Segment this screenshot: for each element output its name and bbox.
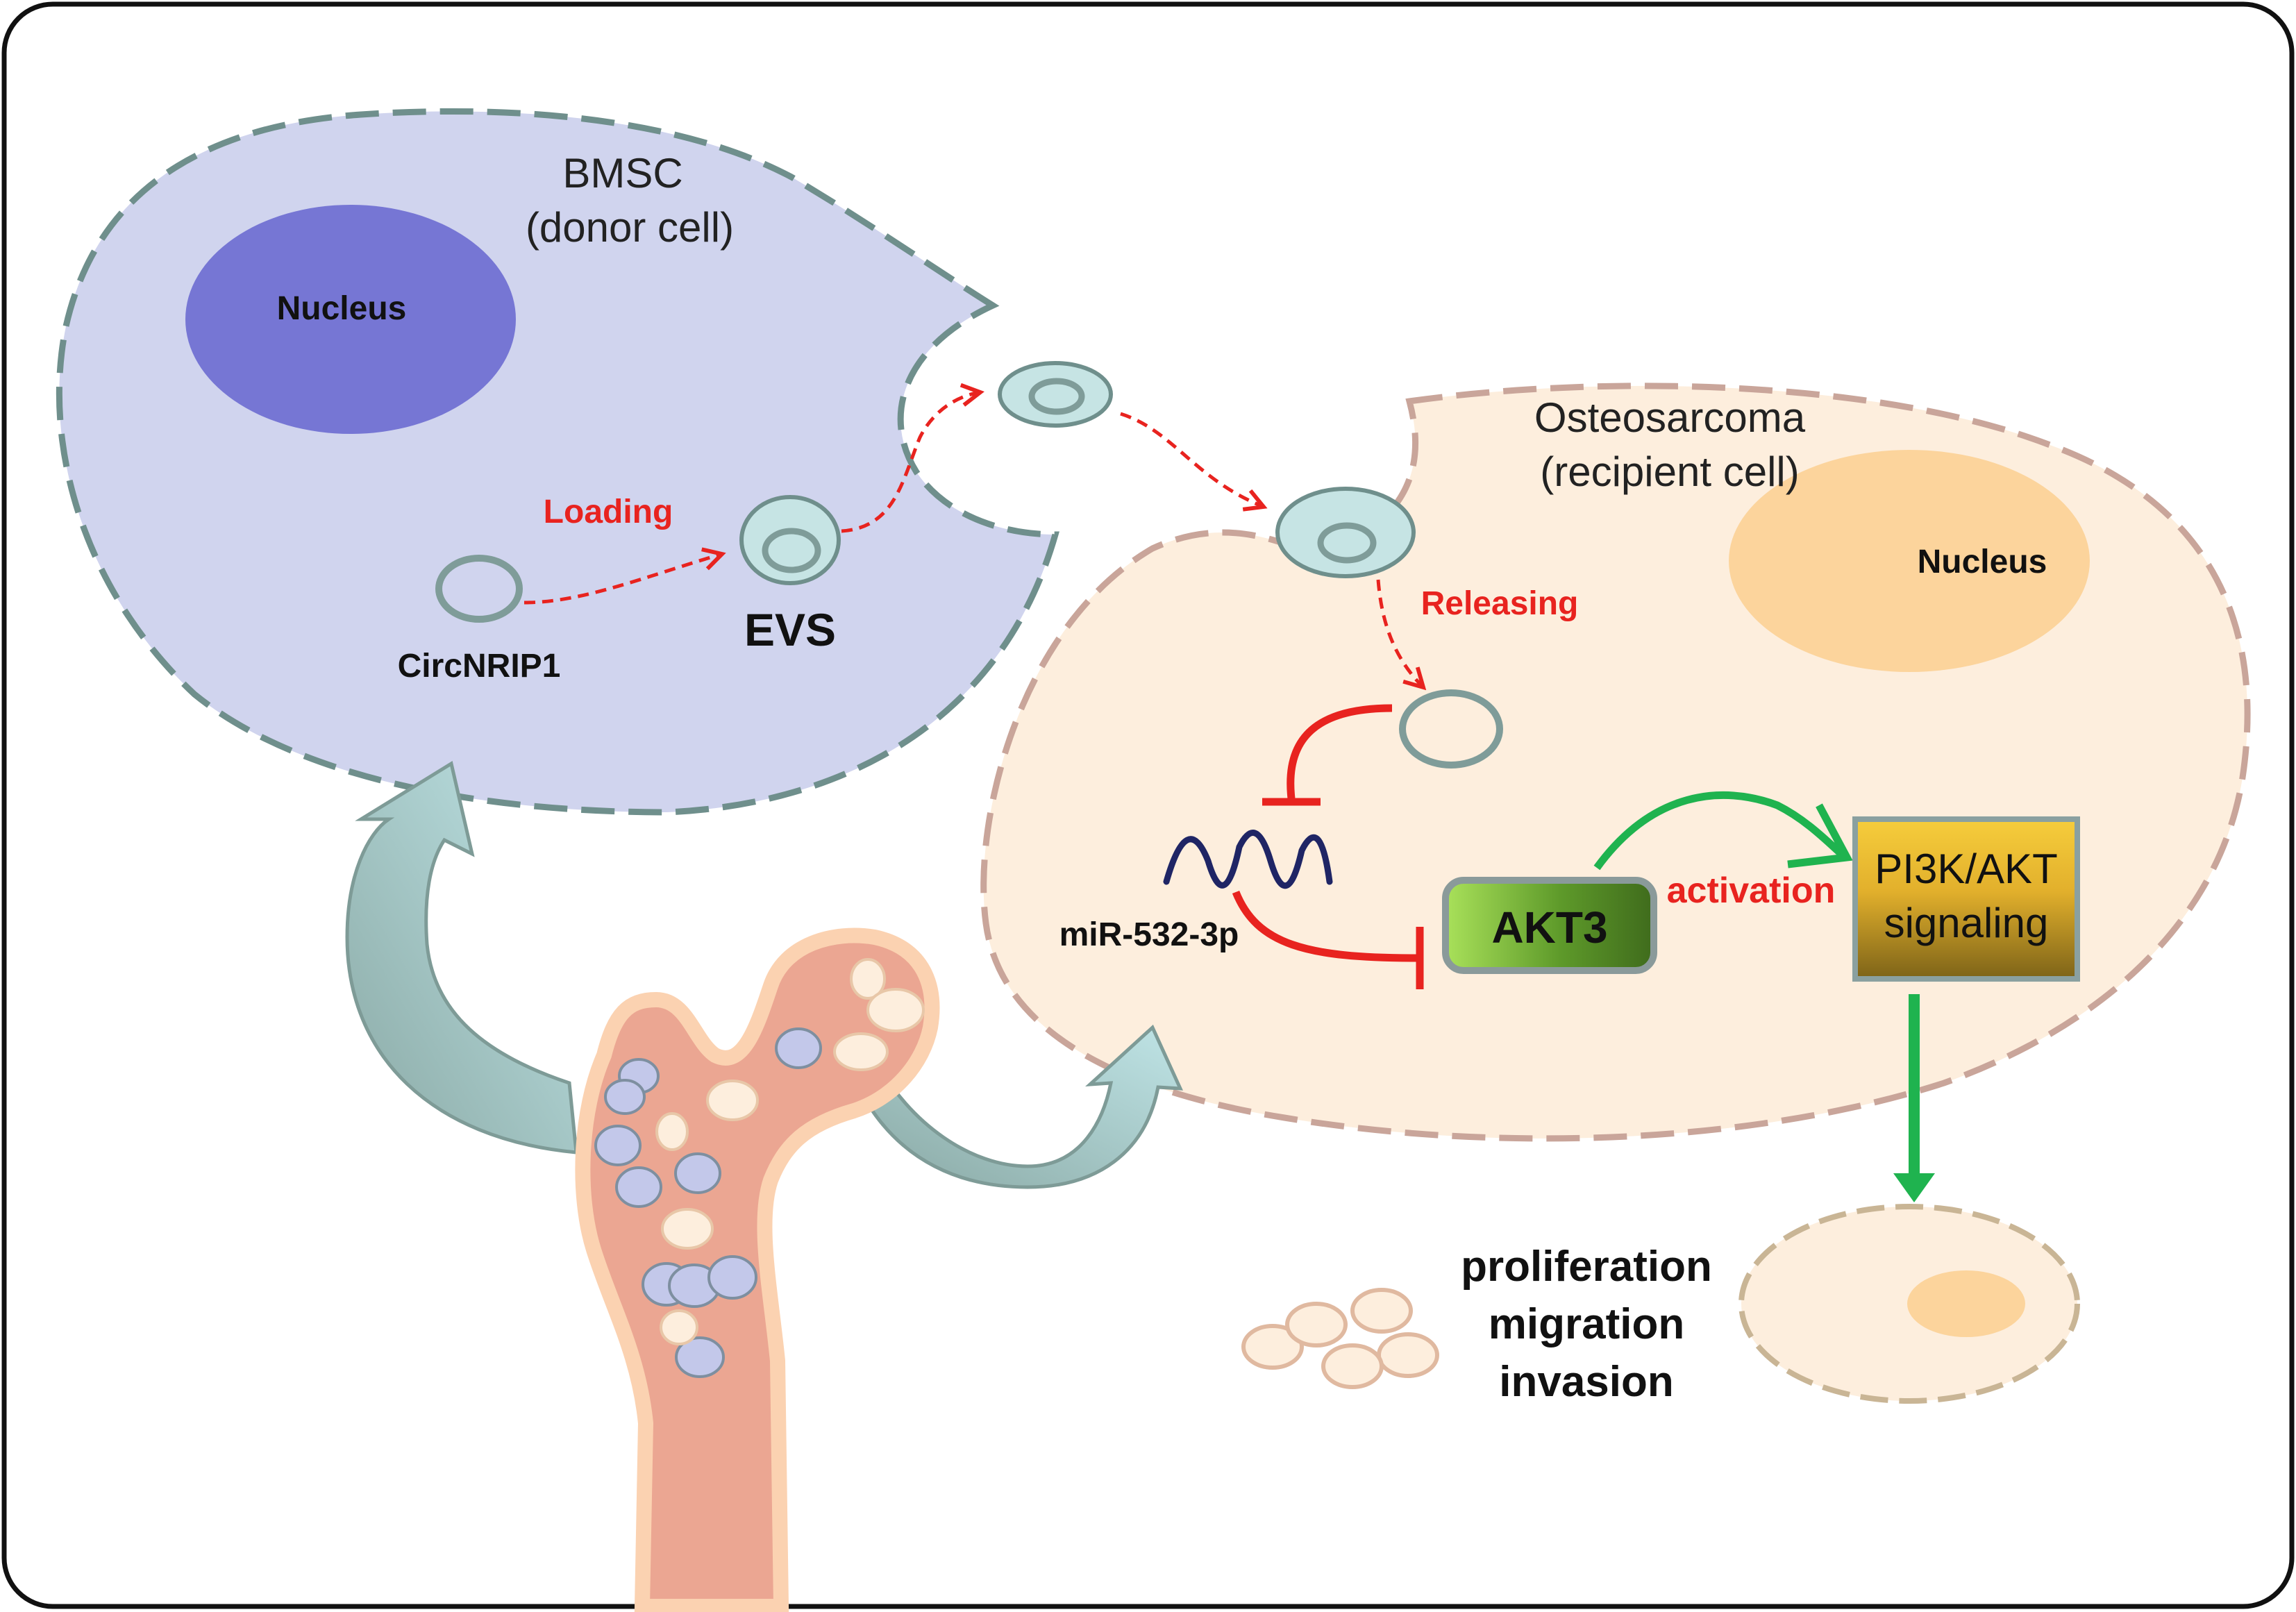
circnrip1-label: CircNRIP1 [398,648,561,685]
cell-cluster [1241,1288,1439,1389]
releasing-arrow [1376,579,1423,687]
bone-marrow-cells-blue [594,1027,822,1378]
pathway-label-line2: signaling [1884,900,2049,946]
outcome-migration: migration [1489,1300,1684,1348]
osteosarcoma-nucleus [1729,450,2090,672]
pi3k-akt-box [1852,816,2080,982]
mirna-label: miR-532-3p [1059,916,1239,953]
evs-label: EVS [744,604,836,655]
ev-vesicle-transit [998,361,1113,428]
outcome-invasion: invasion [1499,1358,1674,1406]
akt3-label: AKT3 [1491,902,1607,952]
outcome-proliferation: proliferation [1461,1243,1712,1291]
bone-to-osteosarcoma-arrow [866,1024,1183,1189]
loading-label: Loading [544,494,673,530]
ev-uptake-cargo [1317,522,1377,564]
osteosarcoma-subtitle: (recipient cell) [1540,448,1799,495]
bone-to-bmsc-arrow [345,761,578,1155]
loading-arrow [523,554,722,605]
releasing-label: Releasing [1421,585,1579,622]
mirna-inhibits-akt3 [1232,890,1417,962]
ev-cargo-ring [762,528,821,573]
bmsc-nucleus-label: Nucleus [277,290,407,327]
released-circrna-ring [1399,689,1503,769]
femur-bone [575,927,940,1612]
bone-marrow-cells-cream [655,958,925,1345]
activation-arrowhead [1787,803,1853,868]
osteosarcoma-nucleus-label: Nucleus [1918,544,2047,580]
activation-label: activation [1667,871,1836,911]
downstream-arrowhead [1893,1173,1935,1202]
osteosarcoma-title: Osteosarcoma [1534,394,1806,441]
circnrip1-ring [435,555,523,623]
ev-vesicle-uptake [1275,487,1416,578]
bmsc-nucleus [185,205,516,434]
akt3-box [1442,877,1657,974]
bmsc-title: BMSC [562,150,682,196]
ev-transit-cargo [1028,378,1085,415]
pathway-label-line1: PI3K/AKT [1875,846,2057,892]
ev-export-arrow [841,392,980,533]
circrna-inhibits-mirna [1287,704,1393,799]
proliferating-cell-nucleus [1907,1270,2025,1337]
ev-uptake-arrow [1120,412,1264,507]
mirna-squiggle [1163,830,1333,889]
activation-arrow [1593,791,1844,871]
bmsc-subtitle: (donor cell) [526,204,734,251]
